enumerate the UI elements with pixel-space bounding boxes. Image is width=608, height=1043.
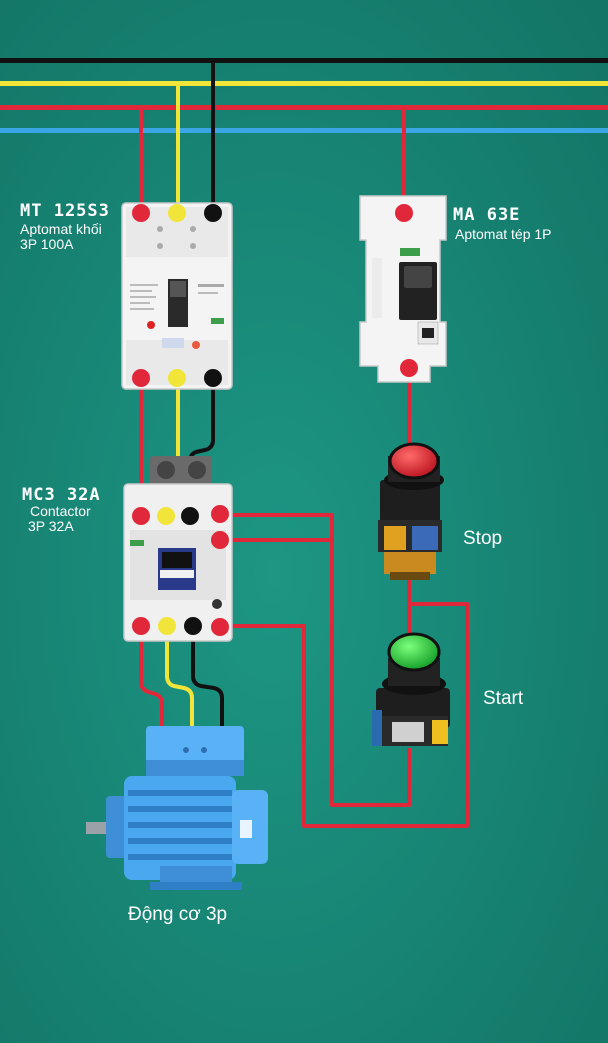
- contactor-terminal-l1-in[interactable]: [132, 507, 150, 525]
- stop-button-cap[interactable]: [388, 442, 440, 480]
- contactor-terminal-aux-1[interactable]: [211, 505, 229, 523]
- contactor-spec: 3P 32A: [28, 518, 74, 534]
- start-push-button: [372, 632, 450, 746]
- contactor-terminal-t2-out[interactable]: [158, 617, 176, 635]
- bus-bar-blue: [0, 128, 608, 133]
- start-button-cap[interactable]: [387, 632, 441, 672]
- main-breaker-terminal-l3-out[interactable]: [204, 369, 222, 387]
- contactor-terminal-l3-in[interactable]: [181, 507, 199, 525]
- mini-breaker-terminal-out[interactable]: [400, 359, 418, 377]
- labels: MT 125S3 Aptomat khối 3P 100A MA 63E Apt…: [20, 201, 552, 925]
- contactor-terminal-t3-out[interactable]: [184, 617, 202, 635]
- main-breaker-spec: 3P 100A: [20, 236, 74, 252]
- contactor-terminal-l2-in[interactable]: [157, 507, 175, 525]
- bus-bar-black: [0, 58, 608, 63]
- main-breaker-terminal-l2-out[interactable]: [168, 369, 186, 387]
- contactor-terminal-t1-out[interactable]: [132, 617, 150, 635]
- bus-bar-red: [0, 105, 608, 110]
- brand-logo-icon: [130, 540, 144, 546]
- contactor-terminal-aux-2[interactable]: [211, 531, 229, 549]
- mini-breaker-name: Aptomat tép 1P: [455, 226, 552, 242]
- main-breaker-code: MT 125S3: [20, 201, 110, 221]
- start-button-label: Start: [483, 688, 524, 709]
- mini-breaker: [359, 195, 447, 383]
- brand-logo-icon: [400, 248, 420, 256]
- wire-contactor-red-to-motor: [139, 626, 164, 726]
- main-breaker-terminal-l1-out[interactable]: [132, 369, 150, 387]
- wire-contactor-yellow-to-motor: [165, 626, 194, 726]
- motor-label: Động cơ 3p: [128, 904, 227, 925]
- main-breaker-terminal-l1-in[interactable]: [132, 204, 150, 222]
- contactor-name: Contactor: [30, 503, 91, 519]
- bus-bars: [0, 58, 608, 133]
- stop-push-button: [378, 442, 444, 580]
- contactor-terminal-coil[interactable]: [211, 618, 229, 636]
- contactor: [123, 456, 233, 642]
- wire-start-to-contactor-aux: [220, 538, 411, 807]
- brand-logo-icon: [211, 318, 224, 324]
- motor: [86, 726, 268, 890]
- wire-contactor-black-to-motor: [191, 626, 224, 726]
- contactor-code: MC3 32A: [22, 485, 101, 505]
- bus-bar-yellow: [0, 81, 608, 86]
- wire-stop-to-holding-loop: [220, 602, 469, 828]
- wires: [139, 60, 469, 828]
- mini-breaker-terminal-in[interactable]: [395, 204, 413, 222]
- motor-shaft: [86, 822, 110, 834]
- main-breaker-test-button[interactable]: [147, 321, 155, 329]
- stop-button-label: Stop: [463, 528, 502, 549]
- mini-breaker-code: MA 63E: [453, 205, 520, 225]
- wire-contactor-aux-link: [220, 513, 334, 540]
- main-breaker: [121, 202, 233, 390]
- main-breaker-terminal-l3-in[interactable]: [204, 204, 222, 222]
- main-breaker-terminal-l2-in[interactable]: [168, 204, 186, 222]
- main-breaker-name: Aptomat khối: [20, 221, 102, 237]
